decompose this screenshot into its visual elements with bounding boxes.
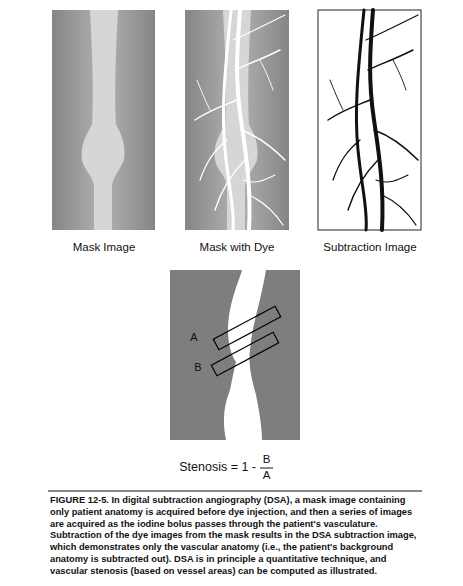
fraction-bar	[260, 468, 273, 469]
panel-label: Mask with Dye	[200, 241, 275, 253]
panel-label: Subtraction Image	[323, 241, 416, 253]
caption-rule	[48, 491, 422, 492]
subtraction-image	[318, 10, 421, 230]
formula-denominator: A	[263, 469, 271, 481]
mask-with-dye-image	[185, 10, 289, 230]
panel-label: Mask Image	[73, 241, 136, 253]
mask-image	[52, 10, 155, 230]
formula-text: Stenosis = 1 -	[179, 460, 256, 474]
figure-caption: FIGURE 12-5. In digital subtraction angi…	[50, 495, 422, 578]
stenosis-image	[170, 270, 300, 440]
region-label: A	[190, 331, 197, 343]
formula-numerator: B	[263, 453, 271, 465]
region-label: B	[194, 361, 201, 373]
